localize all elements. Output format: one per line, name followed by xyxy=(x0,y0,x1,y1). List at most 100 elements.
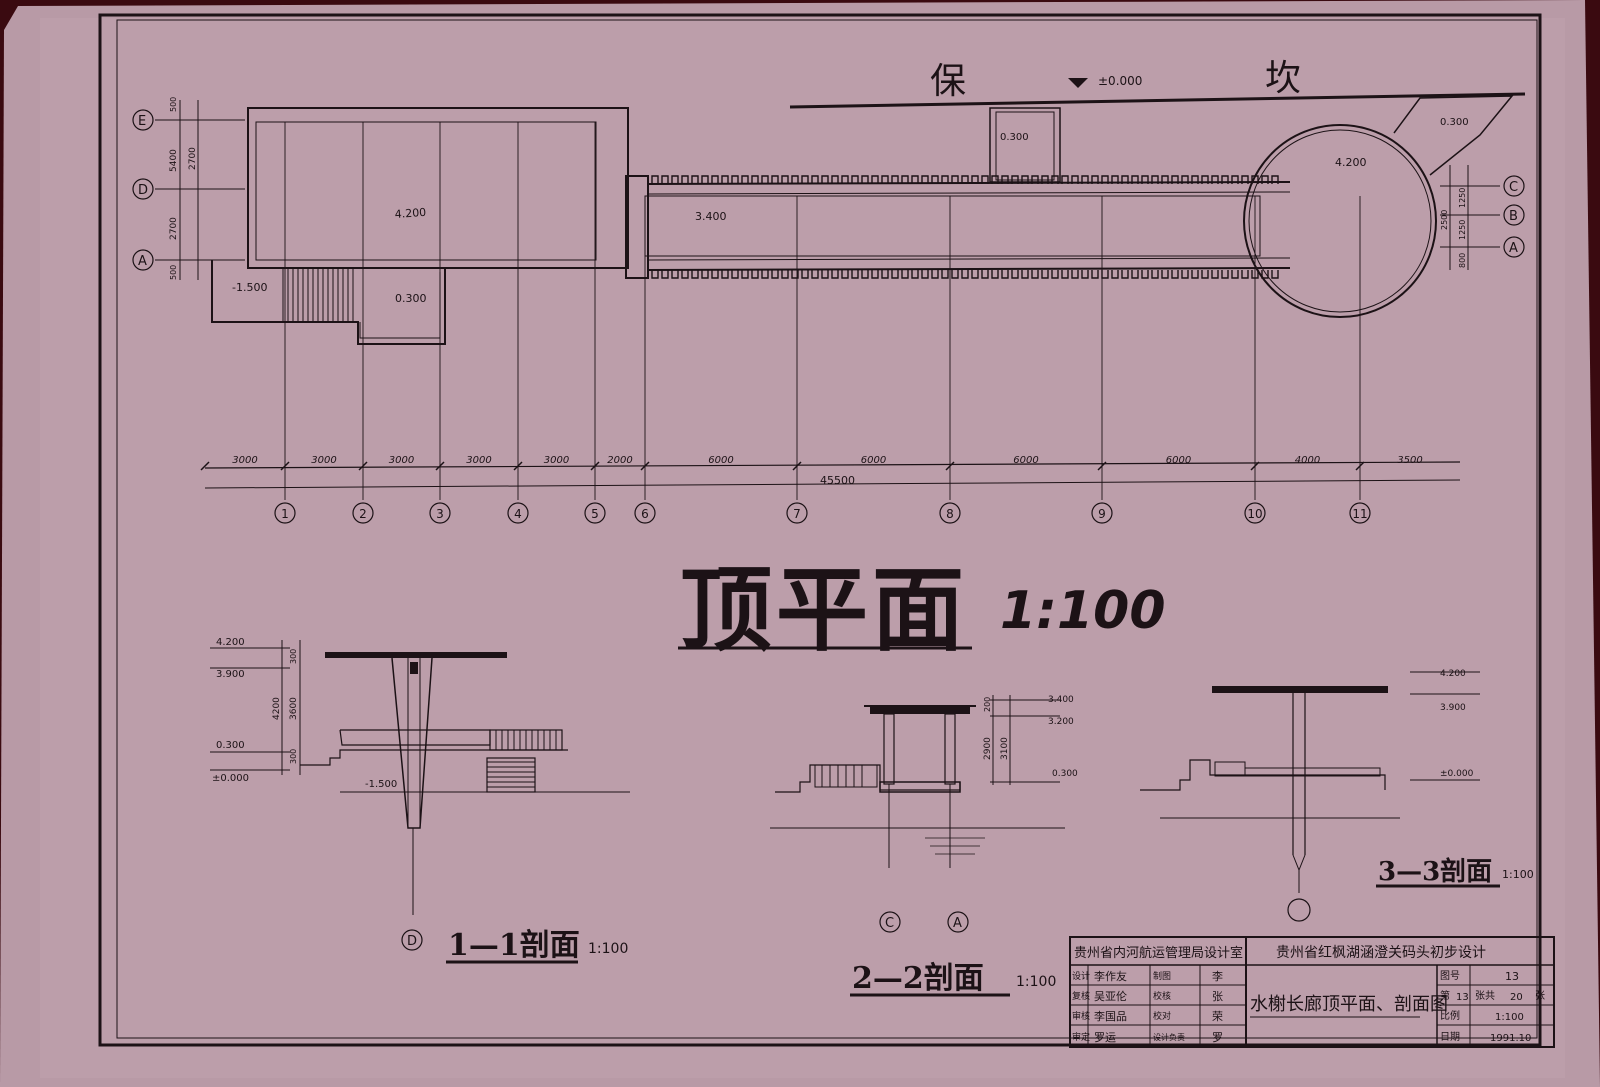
title-block: 贵州省内河航运管理局设计室 贵州省红枫湖涵澄关码头初步设计 水榭长廊顶平面、剖面… xyxy=(1069,936,1555,1048)
tb-name-1: 吴亚伦 xyxy=(1094,989,1127,1003)
axis-row-left-0: E xyxy=(138,114,146,129)
bottom-dim: 6000 xyxy=(1166,455,1191,466)
roof-plan: 保 坎 ±0.000 4.200 -1.500 0.300 xyxy=(132,58,1526,664)
plan-level-pit: -1.500 xyxy=(232,281,267,294)
sec22-axis-0: C xyxy=(885,916,894,931)
axis-col-label: 9 xyxy=(1098,507,1106,521)
axis-col-label: 5 xyxy=(591,507,599,521)
sec22-scale: 1:100 xyxy=(1016,974,1056,990)
axis-col-bubble xyxy=(429,502,451,524)
tb-name2-3: 罗 xyxy=(1212,1031,1223,1044)
section-1-1: 4.200 3.900 0.300 ±0.000 -1.500 300 4200… xyxy=(210,637,630,964)
dim-tick xyxy=(358,461,368,471)
sec33-title: 3—3剖面 xyxy=(1378,856,1492,887)
plan-level-corridor: 3.400 xyxy=(695,210,727,223)
plan-title: 顶平面 xyxy=(680,556,968,664)
bottom-dim: 4000 xyxy=(1295,455,1320,466)
bottom-dim: 3000 xyxy=(232,455,257,466)
axis-col-bubble xyxy=(352,502,374,524)
tb-role2-2: 校对 xyxy=(1153,1010,1171,1022)
left-dim-2: 5400 xyxy=(169,149,179,172)
tb-role2-1: 校核 xyxy=(1153,990,1171,1002)
sec11-dim-3: 300 xyxy=(289,749,298,764)
tb-name-0: 李作友 xyxy=(1094,969,1127,983)
tb-scale: 1:100 xyxy=(1495,1012,1524,1023)
plan-top-label-left: 保 xyxy=(930,61,966,102)
plan-level-main: 4.200 xyxy=(394,206,426,221)
right-dim-3: 800 xyxy=(1458,253,1467,268)
bottom-dim: 3000 xyxy=(389,455,414,466)
right-dim-2: 1250 xyxy=(1458,220,1467,240)
axis-col-label: 2 xyxy=(359,507,367,521)
sec22-dim-0: 200 xyxy=(983,697,992,712)
right-dim-0: 1250 xyxy=(1458,188,1467,208)
bottom-dim: 2000 xyxy=(607,455,632,466)
left-dim-1: 2700 xyxy=(188,147,198,170)
section-3-3: 4.200 3.900 ±0.000 3—3剖面 1:100 xyxy=(1140,669,1534,922)
bottom-dim: 6000 xyxy=(1013,455,1038,466)
sec11-level-3: ±0.000 xyxy=(212,773,249,784)
sec22-level-0: 3.400 xyxy=(1048,695,1074,705)
left-dim-3: 2700 xyxy=(169,217,179,240)
tb-label-scale: 比例 xyxy=(1440,1009,1460,1022)
sec11-level-0: 4.200 xyxy=(216,637,245,648)
bottom-dim: 3000 xyxy=(311,455,336,466)
axis-row-right-1: B xyxy=(1509,209,1518,224)
axis-col-label: 8 xyxy=(946,507,954,521)
tb-name-3: 罗运 xyxy=(1094,1031,1116,1044)
plan-level-circle: 4.200 xyxy=(1335,156,1367,169)
sec11-scale: 1:100 xyxy=(588,941,628,957)
bottom-dim: 6000 xyxy=(861,455,886,466)
tb-role2-0: 制图 xyxy=(1153,970,1171,982)
left-dim-0: 500 xyxy=(169,97,178,112)
axis-col-bubble xyxy=(507,502,529,524)
dim-tick xyxy=(200,461,210,471)
axis-col-bubble xyxy=(584,502,606,524)
tb-label-date: 日期 xyxy=(1440,1031,1460,1043)
plan-level-notch: 0.300 xyxy=(1000,132,1029,143)
axis-col-bubble xyxy=(274,502,296,524)
axis-row-right-0: C xyxy=(1509,180,1518,195)
axis-col-label: 6 xyxy=(641,507,649,521)
axis-row-left-1: D xyxy=(138,183,148,198)
axis-row-left-2: A xyxy=(138,254,147,269)
axis-col-label: 7 xyxy=(793,507,801,521)
axis-col-label: 10 xyxy=(1247,507,1262,521)
sec11-level-4: -1.500 xyxy=(365,779,397,790)
dim-tick xyxy=(280,461,290,471)
tb-label-sheet-end: 张 xyxy=(1535,990,1545,1002)
tb-drawing: 水榭长廊顶平面、剖面图 xyxy=(1250,994,1448,1015)
tb-role-1: 复核 xyxy=(1072,990,1090,1002)
sec11-title: 1—1剖面 xyxy=(448,928,580,963)
tb-name2-2: 荣 xyxy=(1212,1010,1223,1023)
dim-tick xyxy=(792,461,802,471)
sec33-level-1: 3.900 xyxy=(1440,703,1466,713)
sec11-dim-0: 300 xyxy=(289,649,298,664)
axis-col-bubble xyxy=(939,502,961,524)
bottom-dim: 3500 xyxy=(1397,455,1422,466)
sheet-frame xyxy=(98,13,1542,1047)
tb-sheet-total: 20 xyxy=(1510,992,1523,1003)
tb-name-2: 李国品 xyxy=(1094,1009,1127,1023)
tb-label-total: 张共 xyxy=(1475,990,1495,1002)
sec11-axis: D xyxy=(407,934,417,949)
axis-col-label: 1 xyxy=(281,507,289,521)
sec33-level-2: ±0.000 xyxy=(1440,769,1474,779)
corridor-railing xyxy=(651,175,1279,279)
axis-col-label: 11 xyxy=(1352,507,1367,521)
axis-col-label: 4 xyxy=(514,507,522,521)
axis-col-label: 3 xyxy=(436,507,444,521)
tb-drawing-no: 13 xyxy=(1505,970,1519,983)
total-dim: 45500 xyxy=(820,474,855,487)
sec22-level-2: 0.300 xyxy=(1052,769,1078,779)
axis-col-bubble xyxy=(1091,502,1113,524)
sec11-dim-1: 4200 xyxy=(272,697,282,720)
plan-top-label-right: 坎 xyxy=(1265,58,1301,99)
axis-col-bubble xyxy=(1349,502,1371,524)
plan-level-corner: 0.300 xyxy=(1440,117,1469,128)
sec22-level-1: 3.200 xyxy=(1048,717,1074,727)
axis-row-right-2: A xyxy=(1509,241,1518,256)
left-dim-4: 500 xyxy=(169,265,178,280)
paper-inner xyxy=(40,18,1565,1078)
tb-name2-1: 张 xyxy=(1212,990,1223,1003)
